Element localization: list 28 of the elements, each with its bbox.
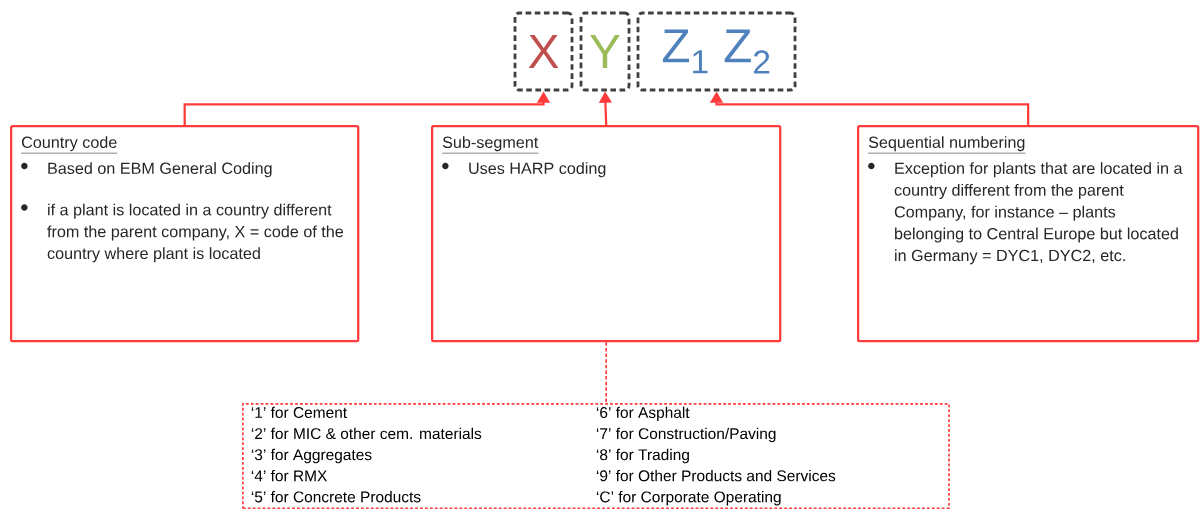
list-item: ‘8’ for Trading [596, 448, 689, 464]
bullet-item: Uses HARP coding [442, 162, 606, 178]
list-item: ‘C’ for Corporate Operating [596, 491, 781, 506]
connector [605, 341, 608, 404]
info-box [431, 125, 782, 343]
list-item: ‘5’ for Concrete Products [251, 491, 421, 503]
bullet-item: if a plant is located in a country different from the parent company, X = code of the country where plant is located [21, 203, 344, 263]
box-heading: Sub-segment [441, 136, 539, 154]
code-letter: Z$_{1}$ Z$_{2}$ [662, 29, 770, 74]
list-item: ‘7’ for Construction/Paving [596, 427, 776, 443]
list-item: ‘3’ for Aggregates [251, 448, 372, 464]
list-item: ‘6’ for Asphalt [596, 406, 690, 422]
code-box [513, 11, 574, 92]
box-heading: Sequential numbering [867, 136, 1026, 154]
list-item: ‘4’ for RMX [251, 469, 327, 482]
box-heading: Country code [20, 136, 118, 154]
code-box [579, 11, 631, 92]
info-box [10, 125, 360, 343]
bullet-item: Exception for plants that are located in a country different from the parent Company, for instance – plants belonging to Central Europe but located in Germany = DYC1, DYC2, etc. [868, 162, 1183, 265]
code-letter: Y [590, 35, 620, 68]
code-box [636, 11, 797, 92]
list-item: ‘9’ for Other Products and Services [596, 469, 836, 482]
list-item: ‘1’ for Cement [251, 406, 347, 418]
bullet-item: Based on EBM General Coding [21, 162, 272, 178]
code-letter: X [528, 35, 559, 68]
code-list-box [242, 403, 950, 510]
list-item: ‘2’ for MIC & other cem. materials [251, 427, 482, 440]
info-box [857, 125, 1200, 343]
